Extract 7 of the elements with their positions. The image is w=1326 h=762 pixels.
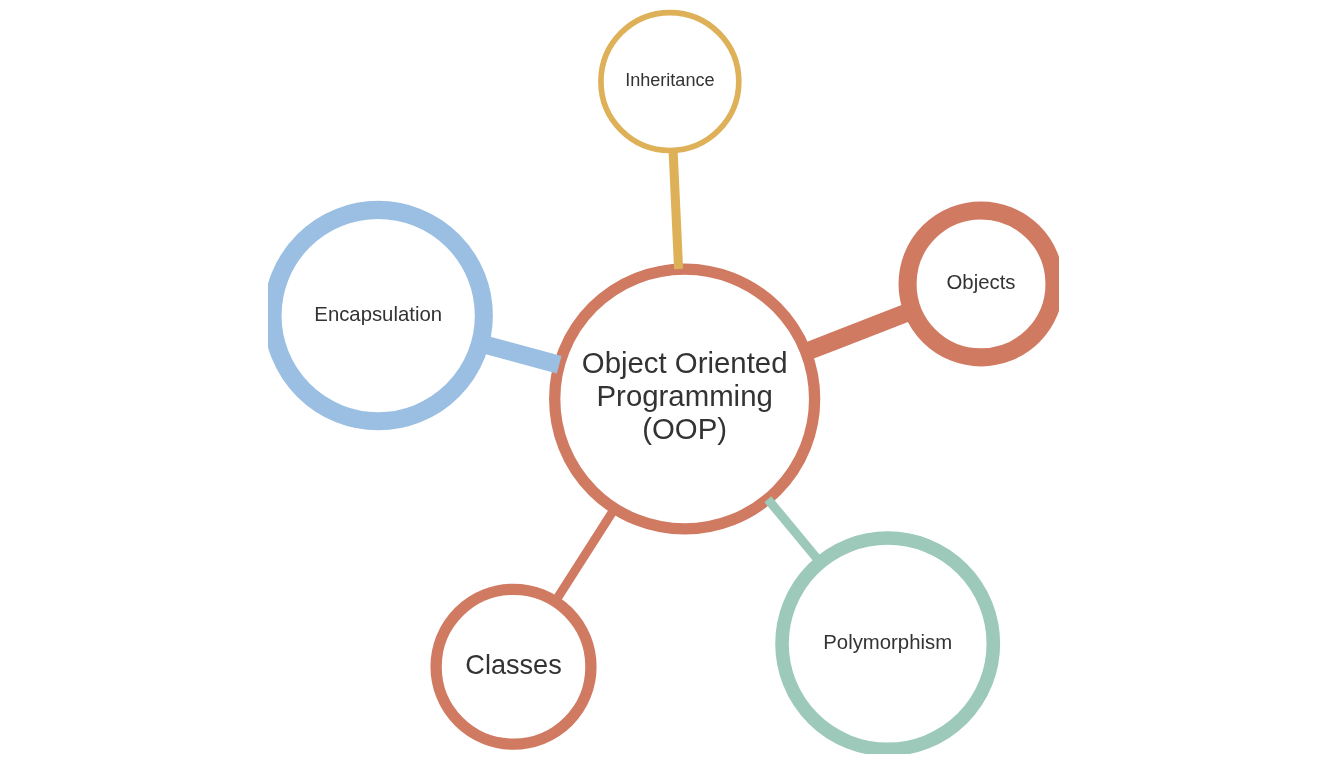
node-circle: Object Oriented Programming (OOP) (548, 263, 820, 535)
node-circle: Encapsulation (267, 200, 493, 431)
node-circle: Inheritance (597, 9, 742, 154)
node-circle: Objects (898, 201, 1059, 367)
connector (668, 150, 683, 270)
node-circle: Classes (429, 583, 597, 750)
node-circle: Polymorphism (774, 531, 1000, 754)
